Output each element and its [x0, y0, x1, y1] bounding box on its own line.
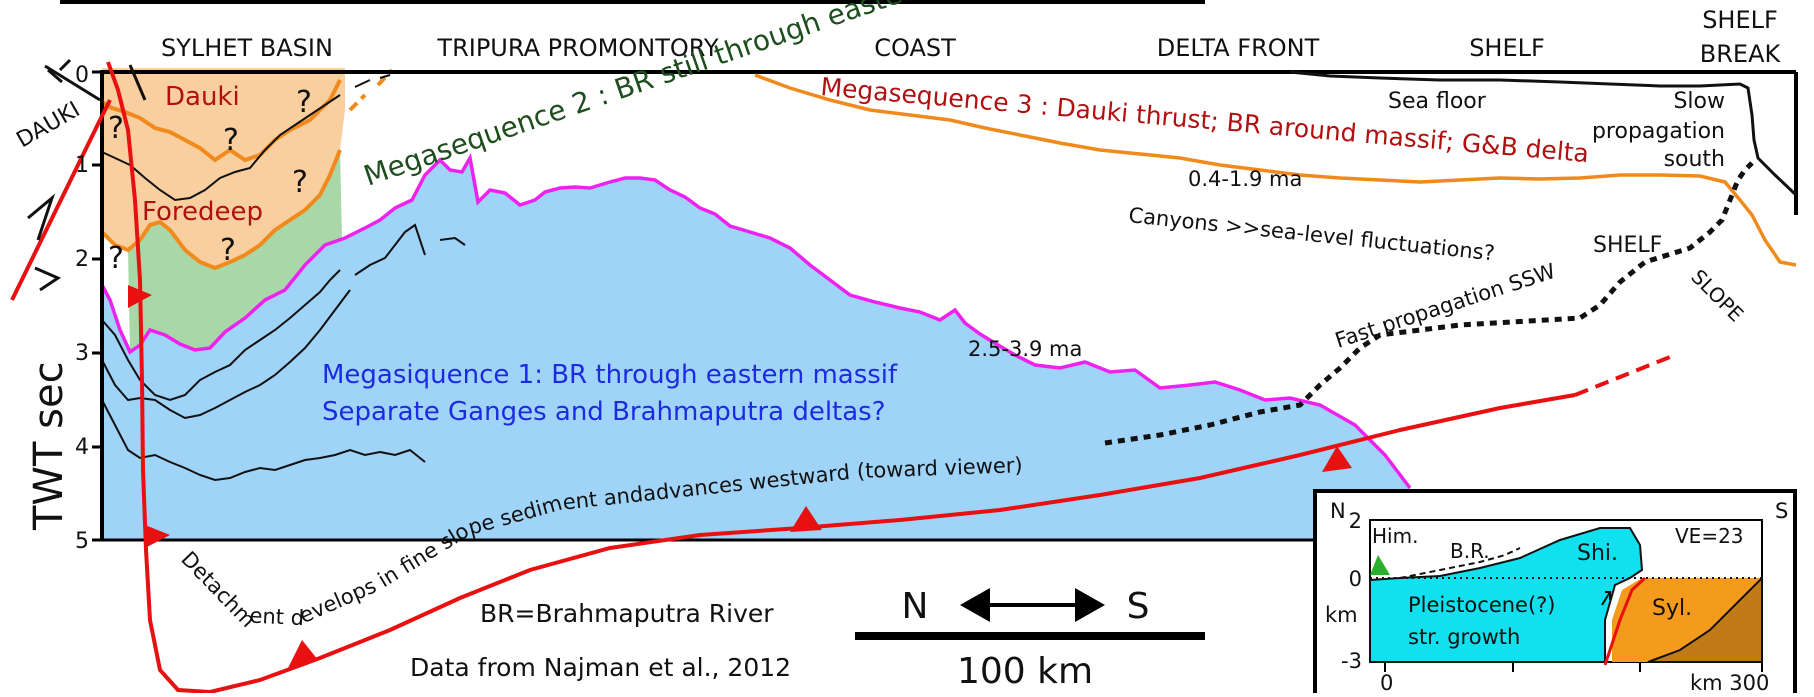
thrust-tooth-5: [1322, 446, 1352, 472]
question-mark-2: ?: [223, 123, 239, 158]
inset-x-start: 0: [1380, 671, 1393, 693]
inset-cyan-body: [1369, 527, 1644, 663]
inset-pleistocene-2: str. growth: [1408, 625, 1520, 649]
axis-tick-5: 5: [75, 529, 89, 554]
dauki-motion-arrow-top: [47, 58, 72, 84]
compass-arrow-right: [1075, 588, 1105, 622]
black-horizon-d: [439, 236, 466, 246]
dauki-fault: [10, 119, 102, 301]
black-horizon-e: [101, 399, 426, 482]
region-sylhet-basin: SYLHET BASIN: [161, 34, 333, 62]
inset-ve: VE=23: [1675, 524, 1744, 548]
fault-motion-arrows: [27, 193, 62, 292]
black-horizon-a: [101, 269, 341, 402]
thrust-tooth-4: [790, 506, 822, 532]
region-shelf-break-1: SHELF: [1702, 6, 1778, 34]
inset-pleistocene-1: Pleistocene(?): [1408, 593, 1556, 617]
inset-him: Him.: [1372, 524, 1418, 548]
black-horizon-dauki: [101, 94, 341, 202]
inset-x-ticks: [1384, 662, 1763, 672]
orange-horizon-2: [100, 149, 342, 271]
region-coast: COAST: [874, 34, 956, 62]
blue-sediment-body: [102, 158, 1430, 540]
inset-panel: N S 2 0 -3 km 0 km 300 Him. B.R. Shi. VE…: [1313, 489, 1797, 697]
inset-y-tick-0: 0: [1349, 567, 1362, 591]
inset-syl: Syl.: [1652, 596, 1692, 621]
data-source: Data from Najman et al., 2012: [410, 653, 791, 682]
inset-fault: [1603, 576, 1647, 666]
canyons-label: Canyons >>sea-level fluctuations?: [1127, 203, 1495, 265]
region-delta-front: DELTA FRONT: [1157, 34, 1320, 62]
inset-s: S: [1775, 499, 1788, 523]
compass-n: N: [902, 586, 929, 627]
compass-s: S: [1127, 586, 1150, 627]
inset-br-dashed: [1399, 547, 1521, 579]
question-mark-3: ?: [296, 85, 312, 120]
scale-label: 100 km: [957, 651, 1093, 692]
fast-propagation-label: Fast propagation SSW: [1332, 259, 1558, 353]
axis-tick-1: 1: [75, 153, 89, 178]
inset-fault-arrow: [1601, 591, 1611, 606]
magenta-horizon: [100, 152, 1412, 490]
shelf-label: SHELF: [1593, 233, 1662, 258]
axis-tick-marks: [92, 70, 102, 542]
orange-horizon-1: [100, 79, 342, 163]
slow-propagation-line1: Slow: [1673, 89, 1725, 114]
inset-br: B.R.: [1450, 539, 1490, 563]
axis-tick-4: 4: [75, 435, 89, 460]
question-mark-5: ?: [220, 233, 236, 268]
detachment-fault-dashed: [1574, 353, 1676, 397]
axis-tick-0: 0: [75, 63, 89, 88]
question-mark-6: ?: [108, 241, 124, 276]
region-shelf-break-2: BREAK: [1700, 40, 1782, 68]
region-tripura-promontory: TRIPURA PROMONTORY: [436, 34, 718, 62]
black-horizon-b: [101, 289, 351, 420]
megasequence3-horizon: [754, 73, 1797, 267]
dauki-zone-fill: [102, 68, 345, 160]
age-old-label: 2.5-3.9 ma: [968, 337, 1082, 361]
inset-y-tick-neg3: -3: [1341, 649, 1362, 673]
inset-green-wedge: [1370, 555, 1390, 575]
axis-tick-2: 2: [75, 247, 89, 272]
compass: N S: [902, 586, 1150, 627]
inset-y-tick-2: 2: [1349, 509, 1362, 533]
megasequence1-line2: Separate Ganges and Brahmaputra deltas?: [322, 397, 886, 427]
scale-bar: [855, 632, 1205, 640]
inset-y-unit: km: [1325, 603, 1358, 627]
foredeep-label: Foredeep: [142, 197, 263, 227]
detachment-fault: [106, 61, 1576, 695]
thrust-tooth-2: [145, 525, 170, 548]
sea-floor-line: [1289, 70, 1798, 197]
axis-label: TWT sec: [26, 361, 72, 531]
sea-floor-label: Sea floor: [1388, 89, 1487, 114]
compass-arrow-left: [960, 588, 990, 622]
slow-propagation-line3: south: [1664, 147, 1725, 172]
dauki-motion-ticks: [44, 64, 147, 102]
propagation-front-dotted: [1104, 161, 1754, 446]
inset-shi: Shi.: [1577, 541, 1618, 566]
foredeep-zone-fill: [102, 100, 345, 268]
region-shelf: SHELF: [1469, 34, 1545, 62]
dauki-fault-top: [98, 99, 112, 121]
green-wedge-fill: [128, 150, 342, 352]
megasequence3-label: Megasequence 3 : Dauki thrust; BR around…: [819, 72, 1590, 168]
thrust-tooth-1: [128, 285, 152, 308]
black-horizon-dash: [354, 74, 391, 88]
slow-propagation-line2: propagation: [1592, 119, 1725, 144]
megasequence1-line1: Megasiquence 1: BR through eastern massi…: [322, 360, 898, 390]
question-mark-1: ?: [108, 111, 124, 146]
dauki-label: Dauki: [165, 82, 240, 112]
br-definition: BR=Brahmaputra River: [480, 599, 774, 628]
question-mark-4: ?: [292, 165, 308, 200]
inset-n: N: [1330, 499, 1346, 523]
black-horizon-c: [354, 223, 426, 276]
dauki-fault-label: DAUKI: [13, 97, 85, 153]
slope-label: SLOPE: [1686, 265, 1748, 327]
thrust-tooth-3: [288, 640, 318, 668]
age-young-label: 0.4-1.9 ma: [1188, 167, 1302, 191]
inset-x-end: km 300: [1690, 671, 1769, 693]
axis-tick-3: 3: [75, 341, 89, 366]
